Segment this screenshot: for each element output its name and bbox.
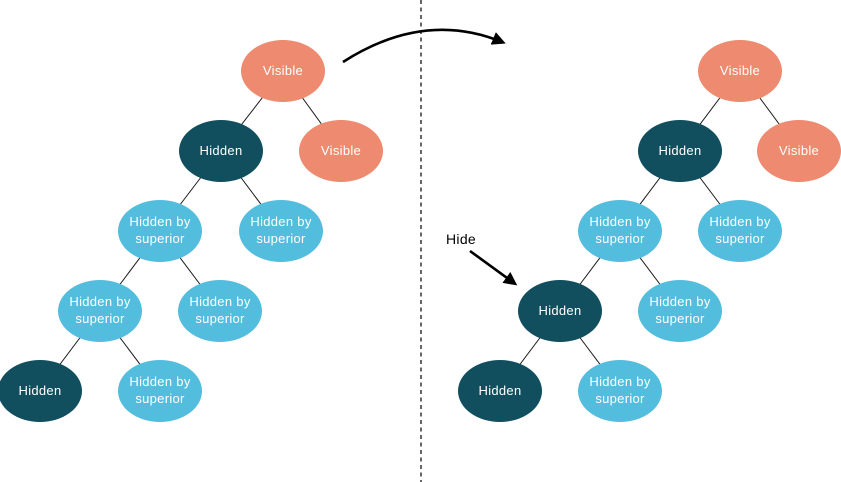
hide-pointer-arrow	[469, 249, 518, 286]
left-tree-hbs-l3-left: Hidden by superior	[58, 280, 142, 342]
left-tree-hbs-l3-right: Hidden by superior	[178, 280, 262, 342]
left-tree-visible-l1: Visible	[299, 120, 383, 182]
left-tree-root-visible: Visible	[241, 40, 325, 102]
right-tree-hbs-l4: Hidden by superior	[578, 360, 662, 422]
node-label: Hidden	[18, 382, 62, 398]
node-label: Hidden by superior	[589, 374, 651, 406]
node-label: Hidden	[658, 142, 702, 158]
node-label: Visible	[719, 62, 761, 78]
left-tree-hidden-l4: Hidden	[0, 360, 82, 422]
node-label: Hidden by superior	[649, 294, 711, 326]
right-tree-hbs-l2-right: Hidden by superior	[698, 200, 782, 262]
right-tree-hbs-l2-left: Hidden by superior	[578, 200, 662, 262]
right-tree-hbs-l3-right: Hidden by superior	[638, 280, 722, 342]
node-label: Hidden by superior	[589, 214, 651, 246]
node-label: Hidden by superior	[250, 214, 312, 246]
left-tree-hbs-l2-left: Hidden by superior	[118, 200, 202, 262]
node-label: Hidden by superior	[709, 214, 771, 246]
node-label: Hidden	[478, 382, 522, 398]
left-tree-hbs-l4: Hidden by superior	[118, 360, 202, 422]
hide-label: Hide	[446, 231, 476, 247]
node-label: Hidden by superior	[129, 374, 191, 406]
node-label: Hidden by superior	[189, 294, 251, 326]
left-tree-hidden-l1: Hidden	[179, 120, 263, 182]
transition-arrow	[342, 28, 506, 64]
right-tree-hidden-l4: Hidden	[458, 360, 542, 422]
right-tree-root-visible: Visible	[698, 40, 782, 102]
node-label: Hidden by superior	[129, 214, 191, 246]
node-label: Hidden	[538, 302, 582, 318]
node-label: Hidden	[199, 142, 243, 158]
right-tree-hidden-l3: Hidden	[518, 280, 602, 342]
node-label: Visible	[778, 142, 820, 158]
right-tree-hidden-l1: Hidden	[638, 120, 722, 182]
node-label: Hidden by superior	[69, 294, 131, 326]
left-tree-hbs-l2-right: Hidden by superior	[239, 200, 323, 262]
node-label: Visible	[320, 142, 362, 158]
right-tree-visible-l1: Visible	[757, 120, 841, 182]
node-label: Visible	[262, 62, 304, 78]
